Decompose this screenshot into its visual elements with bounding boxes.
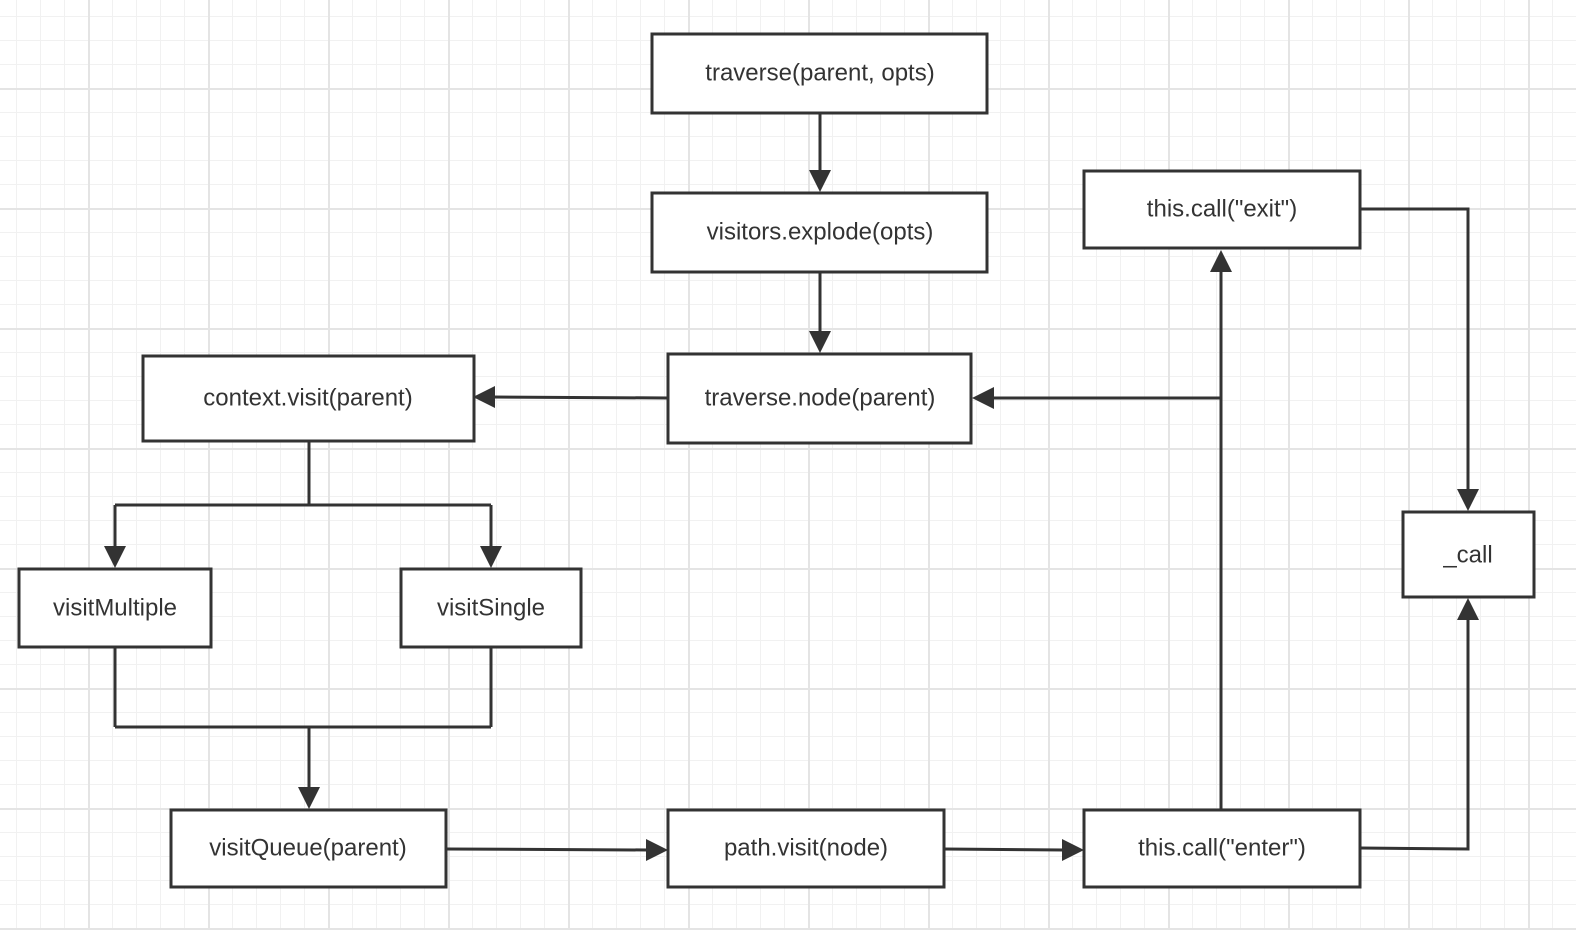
node-visit-single-label: visitSingle <box>437 594 545 621</box>
node-visitors-explode: visitors.explode(opts) <box>650 191 989 274</box>
node-call-label: _call <box>1442 541 1492 568</box>
node-context-visit-label: context.visit(parent) <box>203 384 412 411</box>
node-visit-single: visitSingle <box>399 567 583 649</box>
node-call-exit: this.call("exit") <box>1082 169 1362 250</box>
arrowhead-call-enter <box>1062 839 1084 861</box>
arrowhead-path-visit <box>646 839 668 861</box>
edge-call-exit-to-call <box>1360 207 1470 491</box>
node-traverse-node: traverse.node(parent) <box>666 352 973 445</box>
arrowhead-traverse-node-right <box>972 387 994 409</box>
edge-path-visit-to-call-enter <box>943 847 1065 852</box>
node-visit-multiple: visitMultiple <box>17 567 213 649</box>
arrowhead-context-visit <box>473 386 495 408</box>
node-visitors-explode-label: visitors.explode(opts) <box>707 218 934 245</box>
edge-visit-queue-to-path-visit <box>445 847 649 852</box>
edge-traverse-node-to-context-visit <box>492 395 669 400</box>
node-call-enter: this.call("enter") <box>1082 808 1362 889</box>
edges <box>104 113 1479 861</box>
arrowhead-call-exit <box>1210 250 1232 272</box>
node-visit-multiple-label: visitMultiple <box>53 594 177 621</box>
node-call-enter-label: this.call("enter") <box>1138 834 1306 861</box>
arrowhead-visit-single <box>480 546 502 568</box>
arrowhead-visit-multiple <box>104 546 126 568</box>
node-call: _call <box>1401 510 1536 599</box>
arrowhead-traverse-node-top <box>809 331 831 353</box>
node-path-visit: path.visit(node) <box>666 808 946 889</box>
arrowhead-visit-queue <box>298 787 320 809</box>
node-visit-queue: visitQueue(parent) <box>169 808 448 889</box>
edge-call-enter-to-call <box>1359 618 1470 851</box>
node-visit-queue-label: visitQueue(parent) <box>209 834 406 861</box>
arrowhead-call-top <box>1457 489 1479 511</box>
arrowhead-call-bottom <box>1457 598 1479 620</box>
node-call-exit-label: this.call("exit") <box>1147 195 1297 222</box>
node-traverse-label: traverse(parent, opts) <box>705 59 934 86</box>
node-traverse-node-label: traverse.node(parent) <box>705 384 936 411</box>
node-context-visit: context.visit(parent) <box>141 354 476 443</box>
node-traverse: traverse(parent, opts) <box>650 32 989 115</box>
node-path-visit-label: path.visit(node) <box>724 834 888 861</box>
arrowhead-explode <box>809 170 831 192</box>
